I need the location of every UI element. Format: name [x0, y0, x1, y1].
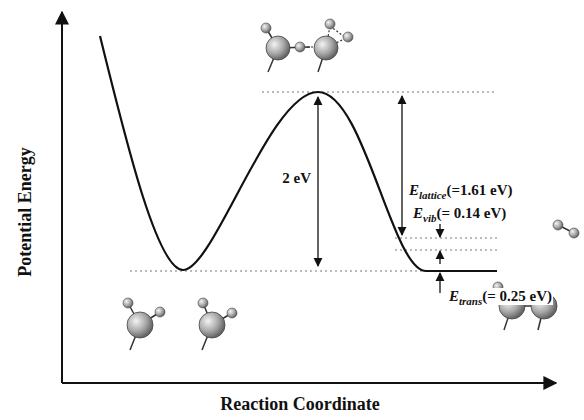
energy-value: (= 0.14 eV)	[436, 205, 506, 221]
energy-value: (=1.61 eV)	[447, 182, 513, 198]
axis-title: Potential Energy	[16, 147, 36, 276]
energy-term: Elattice(=1.61 eV)	[408, 182, 514, 199]
energy-subscript: vib	[423, 212, 436, 224]
axis-title: Reaction Coordinate	[220, 395, 379, 415]
energy-symbol: E	[413, 205, 423, 221]
energy-term: Etrans(= 0.25 eV)	[448, 288, 553, 305]
energy-symbol: E	[449, 288, 459, 304]
energy-term: Evib(= 0.14 eV)	[412, 205, 507, 222]
energy-value: 2 eV	[281, 170, 312, 187]
energy-subscript: lattice	[419, 189, 447, 201]
energy-value: (= 0.25 eV)	[482, 288, 552, 304]
energy-subscript: trans	[459, 295, 482, 307]
energy-symbol: E	[409, 182, 419, 198]
